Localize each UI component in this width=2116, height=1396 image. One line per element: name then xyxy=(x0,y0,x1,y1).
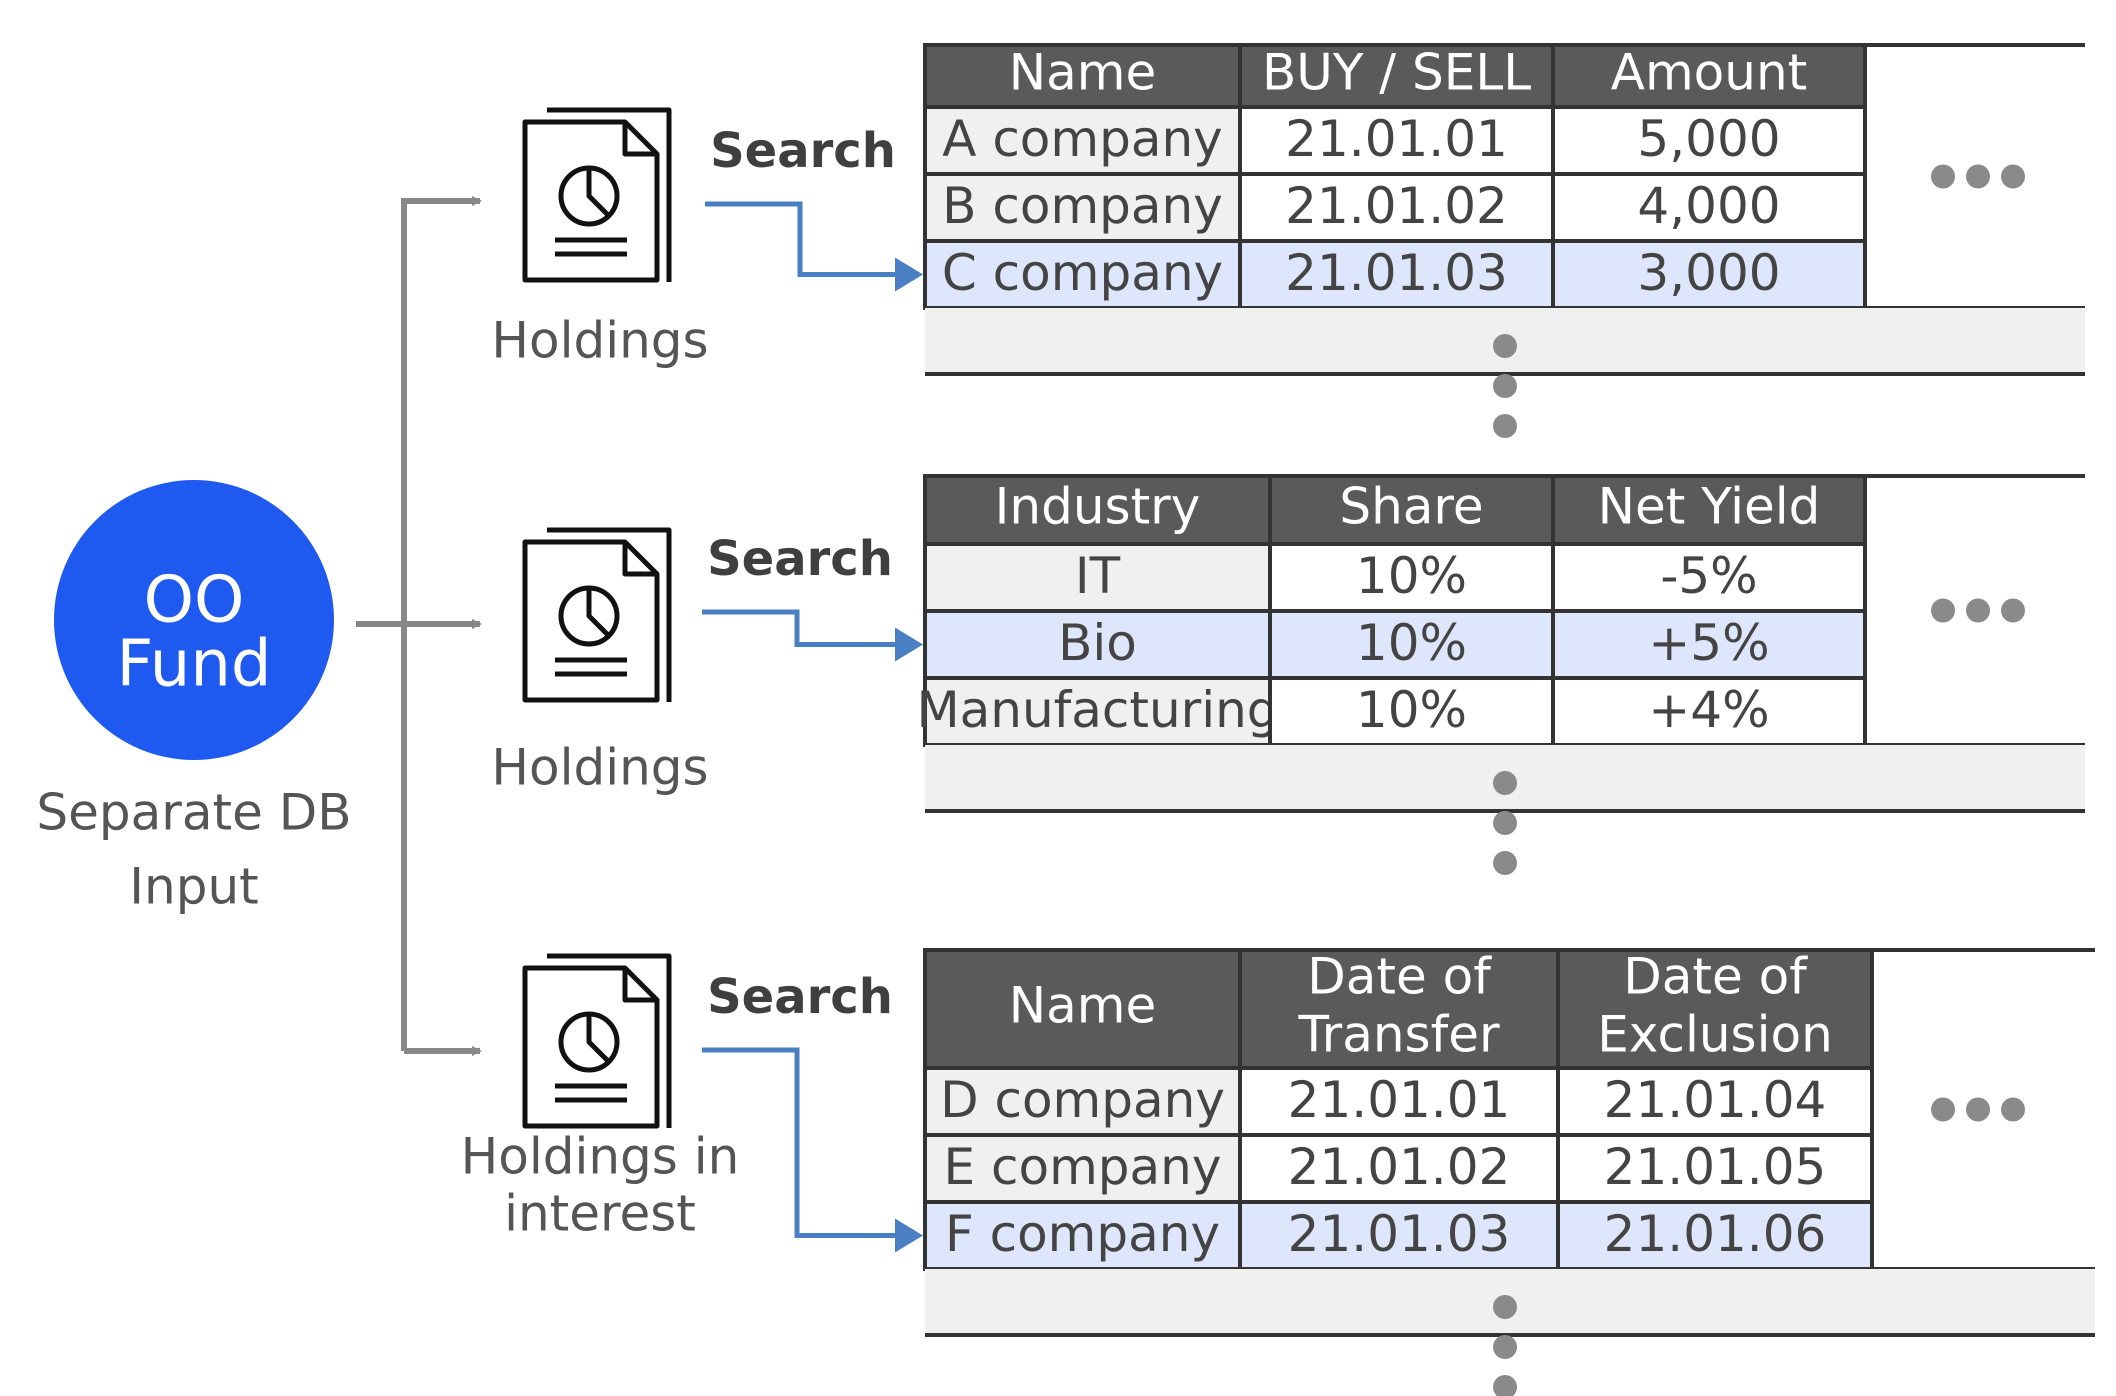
table-cell-text: -5% xyxy=(1660,547,1757,605)
search-label: Search xyxy=(707,969,893,1025)
table-cell-text: 21.01.01 xyxy=(1285,110,1508,168)
table-cell-text: 21.01.03 xyxy=(1285,244,1508,302)
icon-label-line-1: Holdings xyxy=(491,739,708,797)
table-cell-text: 21.01.01 xyxy=(1288,1071,1511,1129)
table-cell-text: +4% xyxy=(1648,681,1769,739)
table-cell-text: A company xyxy=(942,110,1223,168)
document-pie-chart-icon xyxy=(522,107,672,283)
table-cell-text: 21.01.05 xyxy=(1604,1138,1827,1196)
table-header-text: Exclusion xyxy=(1597,1006,1833,1064)
table-cell xyxy=(923,609,1272,680)
table-cell-text: Manufacturing xyxy=(916,681,1278,739)
vertical-ellipsis-icon xyxy=(1493,771,1517,875)
fund-caption-line2: Input xyxy=(129,858,258,916)
branch-connectors xyxy=(356,196,482,1056)
table-header-cell xyxy=(1551,43,1867,109)
table-header-text: Industry xyxy=(995,478,1201,536)
table-cell-text: E company xyxy=(944,1138,1222,1196)
table-header-text: Name xyxy=(1009,44,1157,102)
table-cell-text: B company xyxy=(942,177,1223,235)
table-header-text: Amount xyxy=(1611,44,1807,102)
icon-label-line-1: Holdings xyxy=(491,312,708,370)
search-arrowhead xyxy=(895,257,923,292)
table-header-text: Net Yield xyxy=(1598,478,1821,536)
table-cell-text: 10% xyxy=(1356,614,1467,672)
branch-arrow-top xyxy=(401,196,482,1051)
fund-caption-line1: Separate DB xyxy=(36,784,351,842)
table-header-cell xyxy=(923,43,1242,109)
table-cell-text: 3,000 xyxy=(1637,244,1780,302)
table-cell-text: Bio xyxy=(1058,614,1137,672)
table-cell-text: 21.01.02 xyxy=(1285,177,1508,235)
table-cell xyxy=(923,1066,1242,1137)
table-cell xyxy=(1551,542,1867,613)
table-cell-text: 10% xyxy=(1356,547,1467,605)
table-header-text: Share xyxy=(1339,478,1483,536)
search-arrowhead xyxy=(895,1218,923,1253)
table-cell xyxy=(1556,1200,1874,1271)
table-header-cell xyxy=(923,948,1242,1070)
document-pie-chart-icon xyxy=(522,527,672,703)
table-header-text: BUY / SELL xyxy=(1262,44,1531,102)
table-cell xyxy=(1268,676,1555,747)
table-cell-text: D company xyxy=(940,1071,1225,1129)
fund-node: OO Fund Separate DB Input xyxy=(36,480,352,916)
table-cell-text: F company xyxy=(945,1205,1220,1263)
table-cell xyxy=(1551,105,1867,176)
table-header-cell xyxy=(1551,474,1867,546)
document-pie-chart-icon xyxy=(522,953,672,1129)
table-cell-text: 10% xyxy=(1356,681,1467,739)
table-header-text: Date of xyxy=(1307,948,1492,1006)
search-arrow-line xyxy=(702,1047,897,1238)
table-cell-text: C company xyxy=(942,244,1223,302)
fund-name-line1: OO xyxy=(144,564,245,638)
icon-label-line-2: interest xyxy=(504,1185,696,1243)
fund-name-line2: Fund xyxy=(116,628,271,702)
table-header-cell xyxy=(1238,948,1560,1070)
table-cell-text: 21.01.03 xyxy=(1288,1205,1511,1263)
vertical-ellipsis-icon xyxy=(1493,334,1517,438)
fund-circle xyxy=(54,480,334,760)
group-1: Holdings Search Name BUY / SELL Amount A comp… xyxy=(491,43,2085,438)
table-header-text: Name xyxy=(1009,977,1157,1035)
table-cell-text: 5,000 xyxy=(1637,110,1780,168)
table-cell xyxy=(923,172,1242,243)
horizontal-ellipsis-icon xyxy=(1931,164,2025,189)
table-cell xyxy=(1268,542,1555,613)
table-cell-text: 4,000 xyxy=(1637,177,1780,235)
table-cell-text: IT xyxy=(1075,547,1121,605)
table-header-text: Transfer xyxy=(1297,1006,1499,1064)
search-arrowhead xyxy=(895,627,923,662)
table-header-text: Date of xyxy=(1623,948,1808,1006)
table-header-cell xyxy=(923,474,1272,546)
data-table: Name BUY / SELL Amount A company 21.01.01 5,0… xyxy=(923,43,2085,376)
table-header-cell xyxy=(1556,948,1874,1070)
table-cell-text: 21.01.02 xyxy=(1288,1138,1511,1196)
table-cell-text: +5% xyxy=(1648,614,1769,672)
search-arrow-line xyxy=(702,609,897,647)
vertical-ellipsis-icon xyxy=(1493,1295,1517,1396)
table-cell-text: 21.01.06 xyxy=(1604,1205,1827,1263)
table-cell-text: 21.01.04 xyxy=(1604,1071,1827,1129)
table-cell xyxy=(1556,1133,1874,1204)
horizontal-ellipsis-icon xyxy=(1931,598,2025,623)
table-cell xyxy=(1238,172,1555,243)
table-cell xyxy=(923,1133,1242,1204)
search-arrow-line xyxy=(705,201,897,277)
search-label: Search xyxy=(707,531,893,587)
table-cell xyxy=(923,542,1272,613)
icon-label-line-1: Holdings in xyxy=(461,1128,740,1186)
search-label: Search xyxy=(710,123,896,179)
horizontal-ellipsis-icon xyxy=(1931,1097,2025,1122)
table-cell xyxy=(1238,1200,1560,1271)
